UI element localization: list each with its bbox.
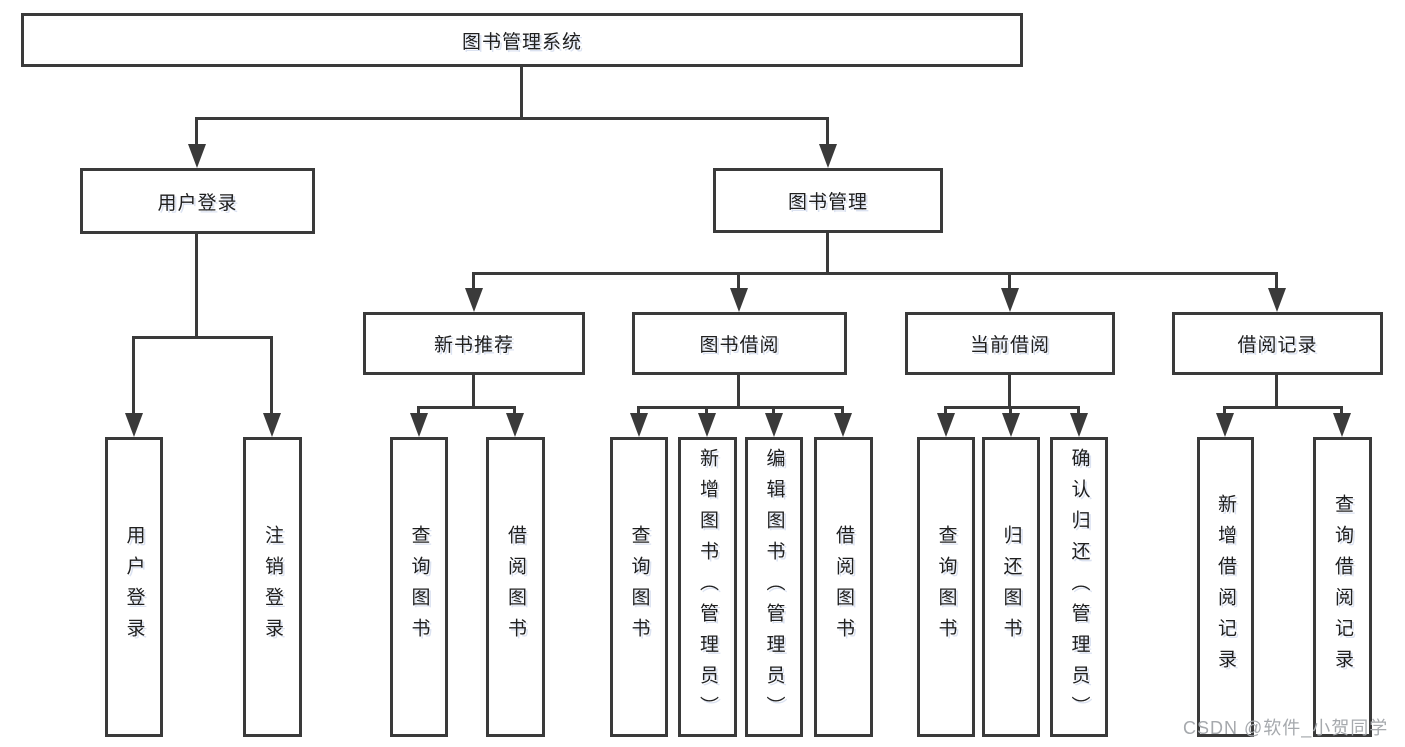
node-book-borrow: 图书借阅 xyxy=(632,312,847,375)
node-user-login: 用户登录 xyxy=(80,168,315,234)
edge-current-borrow-drop xyxy=(1008,375,1011,409)
edge-stem xyxy=(944,406,947,416)
edge-stem-current-borrow xyxy=(1008,272,1011,292)
node-new-books: 新书推荐 xyxy=(363,312,585,375)
leaf-nb-query-books: 查询图书 xyxy=(390,437,448,737)
node-book-mgmt: 图书管理 xyxy=(713,168,943,233)
arrow-down-icon xyxy=(937,413,955,437)
edge-new-books-drop xyxy=(472,375,475,409)
leaf-cb-query-books: 查询图书 xyxy=(917,437,975,737)
leaf-bb-borrow-books-label: 借阅图书 xyxy=(833,525,854,649)
arrow-down-icon xyxy=(630,413,648,437)
node-new-books-label: 新书推荐 xyxy=(433,335,514,356)
node-root-label: 图书管理系统 xyxy=(461,31,582,53)
edge-stem xyxy=(513,406,516,416)
edge-stem xyxy=(637,406,640,416)
arrow-down-icon xyxy=(263,413,281,437)
leaf-br-query-record-label: 查询借阅记录 xyxy=(1332,494,1353,680)
edge-user-login-bus xyxy=(132,336,273,339)
edge-stem xyxy=(772,406,775,416)
node-user-login-label: 用户登录 xyxy=(157,192,238,214)
node-borrow-records-label: 借阅记录 xyxy=(1237,335,1318,356)
leaf-nb-query-books-label: 查询图书 xyxy=(408,525,430,649)
edge-stem xyxy=(1340,406,1343,416)
arrow-down-icon xyxy=(188,144,206,168)
leaf-bb-edit-book-admin: 编辑图书（管理员） xyxy=(745,437,803,737)
edge-stem-new-books xyxy=(472,272,475,292)
leaf-bb-add-book-admin: 新增图书（管理员） xyxy=(678,437,737,737)
edge-stem xyxy=(417,406,420,416)
node-book-mgmt-label: 图书管理 xyxy=(787,192,868,213)
leaf-bb-query-books: 查询图书 xyxy=(610,437,668,737)
arrow-down-icon xyxy=(1070,413,1088,437)
edge-stem-leaf-login xyxy=(132,336,135,416)
arrow-down-icon xyxy=(730,288,748,312)
leaf-br-add-record: 新增借阅记录 xyxy=(1197,437,1254,737)
arrow-down-icon xyxy=(765,413,783,437)
edge-user-login-drop xyxy=(195,233,198,339)
edge-stem-borrow-records xyxy=(1275,272,1278,292)
edge-book-borrow-drop xyxy=(737,375,740,409)
edge-stem-leaf-logout xyxy=(270,336,273,416)
leaf-nb-borrow-books: 借阅图书 xyxy=(486,437,545,737)
arrow-down-icon xyxy=(465,288,483,312)
leaf-logout-label: 注销登录 xyxy=(262,525,283,649)
node-current-borrow-label: 当前借阅 xyxy=(969,335,1050,356)
leaf-cb-query-books-label: 查询图书 xyxy=(935,525,957,649)
edge-stem-book-mgmt xyxy=(826,117,829,148)
edge-root-drop xyxy=(520,66,523,120)
arrow-down-icon xyxy=(698,413,716,437)
edge-stem xyxy=(1223,406,1226,416)
arrow-down-icon xyxy=(834,413,852,437)
node-current-borrow: 当前借阅 xyxy=(905,312,1115,375)
edge-level2-bus xyxy=(195,117,829,120)
arrow-down-icon xyxy=(1001,288,1019,312)
leaf-cb-return-books-label: 归还图书 xyxy=(1000,525,1022,649)
node-root: 图书管理系统 xyxy=(21,13,1023,67)
leaf-bb-query-books-label: 查询图书 xyxy=(628,525,650,649)
edge-stem-book-borrow xyxy=(737,272,740,292)
arrow-down-icon xyxy=(1216,413,1234,437)
edge-borrow-records-bus xyxy=(1223,406,1343,409)
edge-stem xyxy=(1009,406,1012,416)
arrow-down-icon xyxy=(410,413,428,437)
edge-stem xyxy=(1077,406,1080,416)
leaf-logout: 注销登录 xyxy=(243,437,302,737)
arrow-down-icon xyxy=(125,413,143,437)
leaf-user-login-label: 用户登录 xyxy=(123,525,145,649)
leaf-br-query-record: 查询借阅记录 xyxy=(1313,437,1372,737)
node-book-borrow-label: 图书借阅 xyxy=(699,335,780,356)
leaf-nb-borrow-books-label: 借阅图书 xyxy=(505,525,526,649)
leaf-cb-return-books: 归还图书 xyxy=(982,437,1040,737)
edge-borrow-records-drop xyxy=(1275,375,1278,409)
edge-level3-bus xyxy=(472,272,1278,275)
leaf-user-login: 用户登录 xyxy=(105,437,163,737)
edge-stem xyxy=(705,406,708,416)
arrow-down-icon xyxy=(1268,288,1286,312)
leaf-cb-confirm-return-admin-label: 确认归还（管理员） xyxy=(1068,447,1090,727)
edge-stem-user-login xyxy=(195,117,198,148)
leaf-bb-edit-book-admin-label: 编辑图书（管理员） xyxy=(763,447,785,727)
arrow-down-icon xyxy=(1333,413,1351,437)
edge-new-books-bus xyxy=(417,406,516,409)
arrow-down-icon xyxy=(506,413,524,437)
arrow-down-icon xyxy=(1002,413,1020,437)
edge-stem xyxy=(841,406,844,416)
edge-book-mgmt-drop xyxy=(826,232,829,275)
edge-current-borrow-bus xyxy=(944,406,1080,409)
arrow-down-icon xyxy=(819,144,837,168)
edge-book-borrow-bus xyxy=(637,406,844,409)
leaf-bb-borrow-books: 借阅图书 xyxy=(814,437,873,737)
leaf-br-add-record-label: 新增借阅记录 xyxy=(1215,494,1236,680)
csdn-watermark: CSDN @软件_小贺同学 xyxy=(1183,718,1389,738)
leaf-bb-add-book-admin-label: 新增图书（管理员） xyxy=(697,447,718,727)
node-borrow-records: 借阅记录 xyxy=(1172,312,1383,375)
leaf-cb-confirm-return-admin: 确认归还（管理员） xyxy=(1050,437,1108,737)
